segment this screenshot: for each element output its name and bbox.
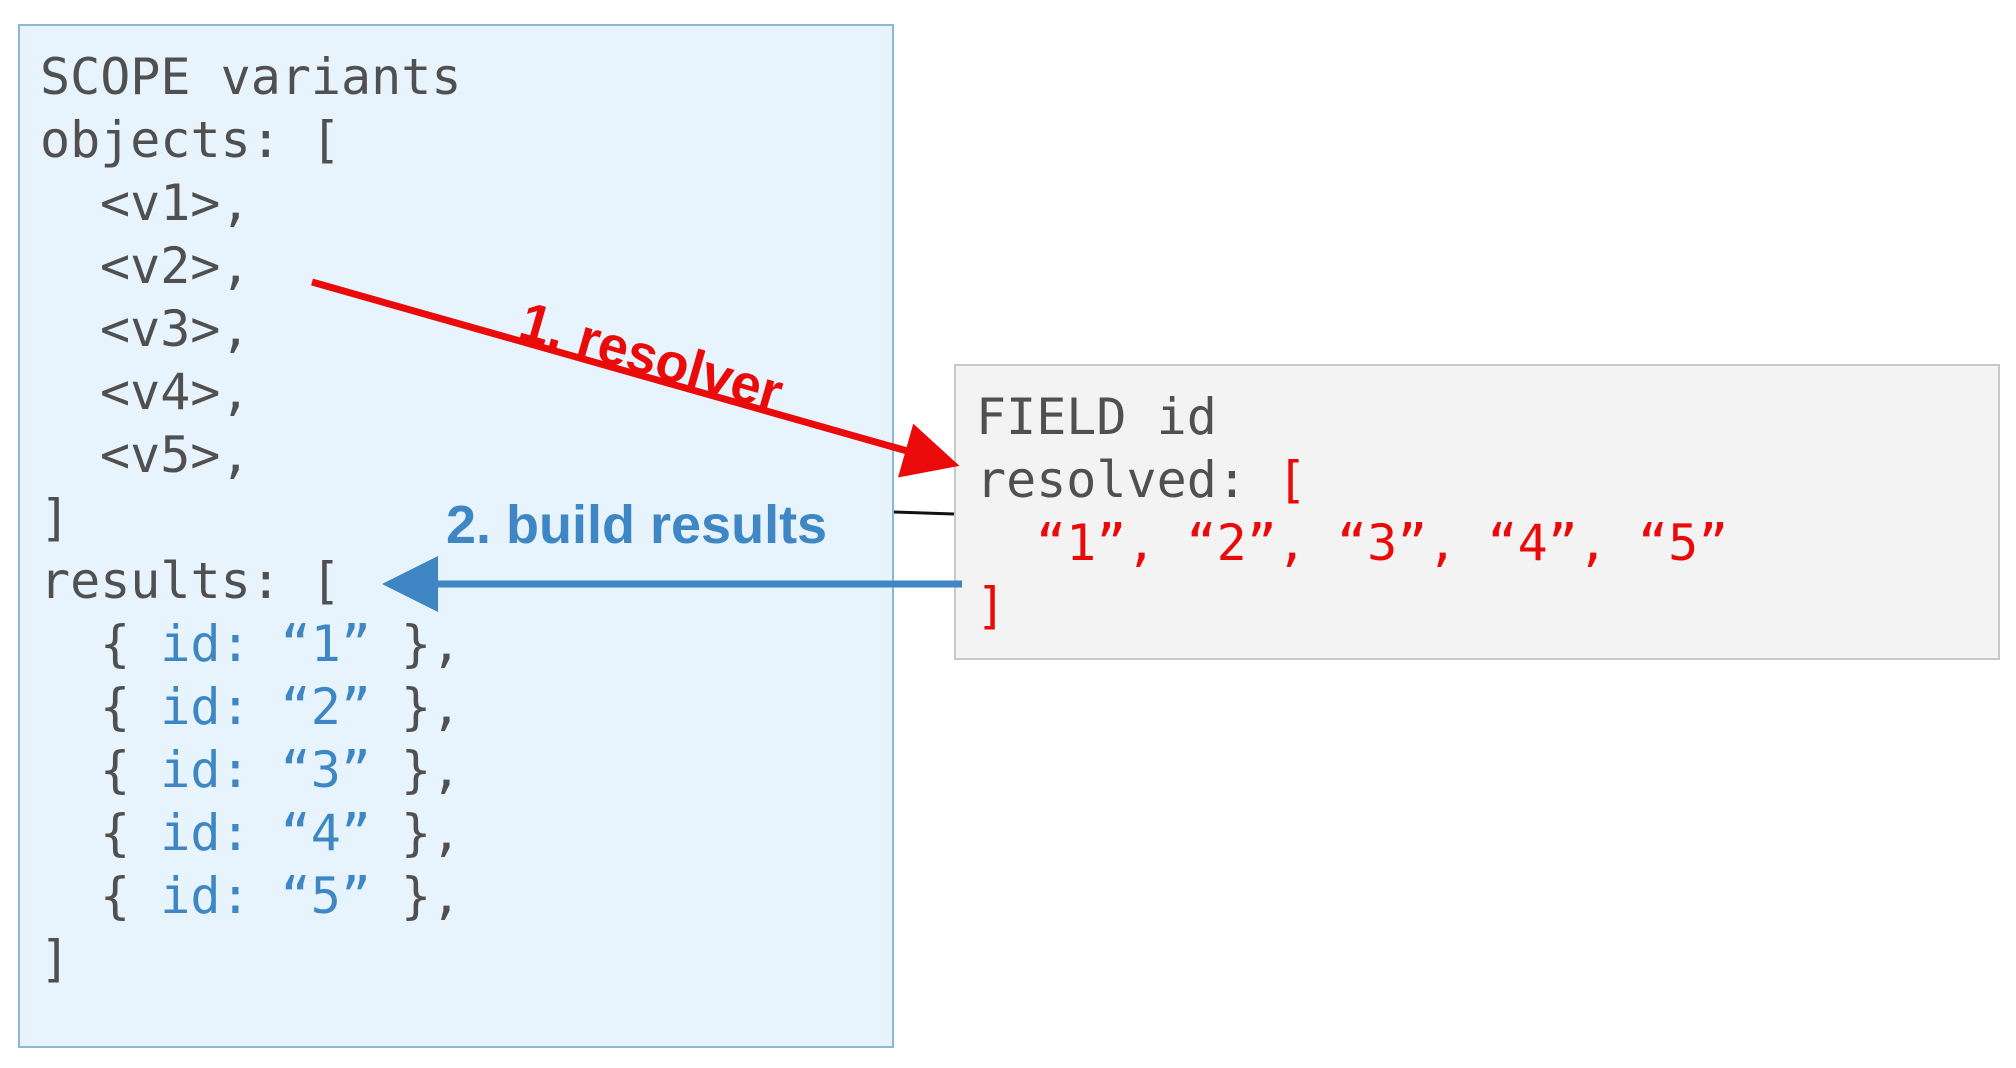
- resolver-arrow: [311, 278, 960, 478]
- result-close: },: [370, 867, 462, 925]
- scope-title: SCOPE variants: [40, 48, 462, 106]
- objects-close: ]: [40, 489, 71, 547]
- result-close: },: [370, 804, 462, 862]
- field-title: FIELD id: [976, 388, 1217, 446]
- result-id: id: “2”: [160, 678, 371, 736]
- result-item: { id: “4” },: [100, 802, 461, 865]
- object-item: <v4>,: [100, 363, 251, 421]
- result-item: { id: “5” },: [100, 865, 461, 928]
- result-open: {: [100, 867, 161, 925]
- result-open: {: [100, 615, 161, 673]
- resolved-open: [: [1277, 451, 1308, 509]
- object-item: <v3>,: [100, 300, 251, 358]
- object-item: <v5>,: [100, 426, 251, 484]
- result-close: },: [370, 615, 462, 673]
- resolved-values: “1”, “2”, “3”, “4”, “5”: [1036, 514, 1729, 572]
- field-box: [954, 364, 2000, 660]
- results-open: results: [: [40, 552, 342, 610]
- object-item: <v1>,: [100, 174, 251, 232]
- result-id: id: “3”: [160, 741, 371, 799]
- object-item: <v2>,: [100, 237, 251, 295]
- build-results-label: 2. build results: [446, 495, 828, 555]
- connector-line: [893, 510, 955, 516]
- results-close: ]: [40, 930, 71, 988]
- result-id: id: “1”: [160, 615, 371, 673]
- result-close: },: [370, 741, 462, 799]
- resolved-close: ]: [976, 577, 1007, 635]
- result-close: },: [370, 678, 462, 736]
- scope-box: [18, 24, 894, 1048]
- objects-open: objects: [: [40, 111, 342, 169]
- result-open: {: [100, 804, 161, 862]
- result-open: {: [100, 678, 161, 736]
- resolved-label: resolved:: [976, 451, 1278, 509]
- result-item: { id: “2” },: [100, 676, 461, 739]
- result-item: { id: “1” },: [100, 613, 461, 676]
- result-item: { id: “3” },: [100, 739, 461, 802]
- resolved-line: resolved: [: [976, 449, 1307, 512]
- result-id: id: “4”: [160, 804, 371, 862]
- result-id: id: “5”: [160, 867, 371, 925]
- result-open: {: [100, 741, 161, 799]
